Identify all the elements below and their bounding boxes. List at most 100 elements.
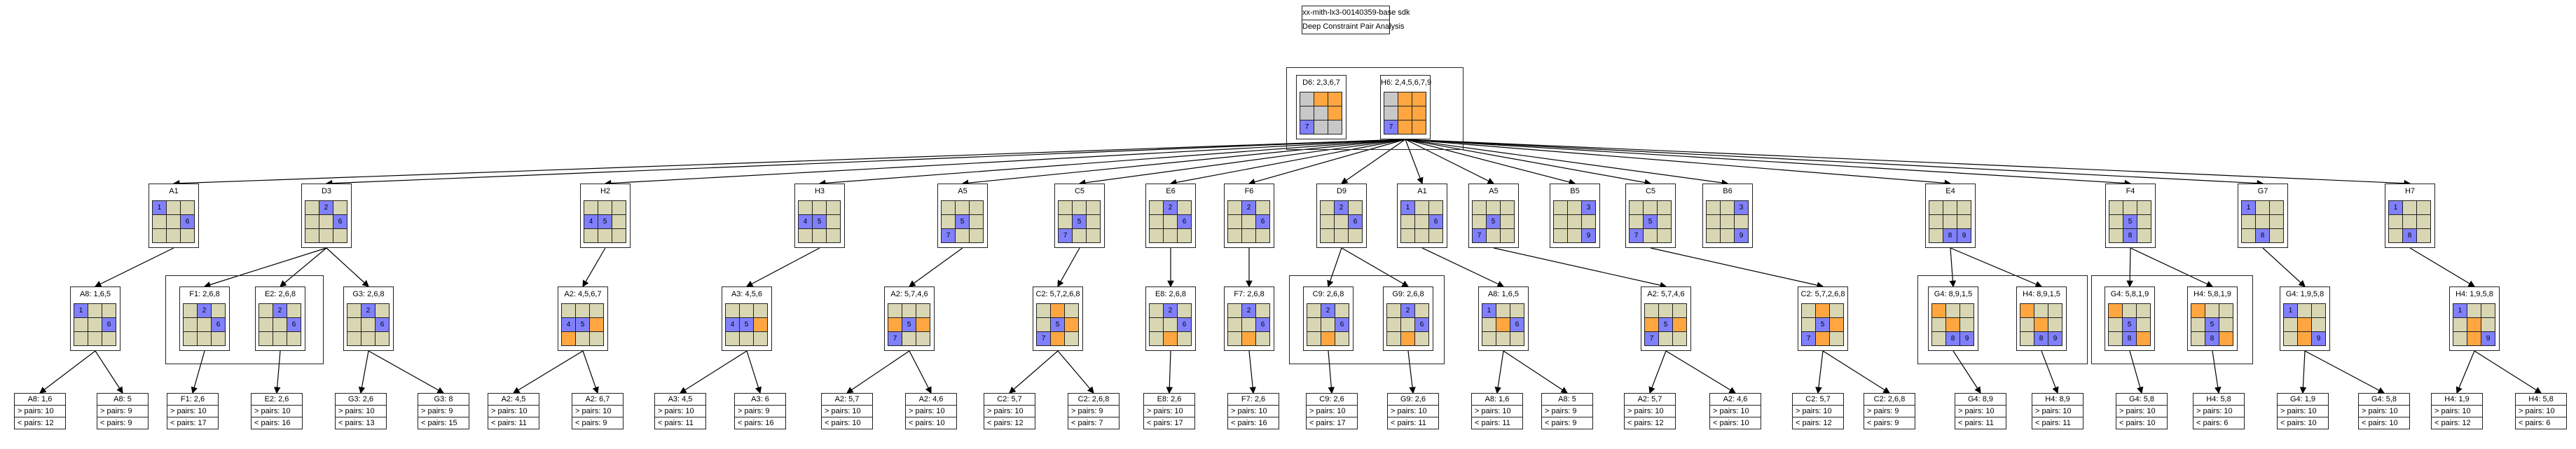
grid-cell	[1554, 201, 1567, 214]
leaf-greater-pairs: > pairs: 10	[2193, 406, 2244, 417]
grid-cell	[1401, 229, 1414, 242]
grid-cell	[1150, 229, 1163, 242]
grid-cell	[2219, 304, 2233, 317]
leaf-greater-pairs: > pairs: 10	[2032, 406, 2083, 417]
grid-cell	[333, 229, 347, 242]
grid-cell	[740, 332, 753, 345]
leaf-label: E2: 2,6	[252, 394, 302, 406]
grid-cell: 6	[102, 318, 116, 331]
grid-cell	[1300, 92, 1314, 106]
grid-cell	[1335, 215, 1348, 228]
grid-cell: 1	[2242, 201, 2255, 214]
grid-cell	[2312, 304, 2325, 317]
edge-root-to-l1	[818, 139, 1406, 187]
grid-cell	[1150, 332, 1163, 345]
grid-cell	[754, 318, 767, 331]
leaf-node: H4: 5,8> pairs: 10< pairs: 6	[2193, 393, 2245, 429]
leaf-less-pairs: < pairs: 11	[491, 419, 527, 427]
grid-cell	[2270, 201, 2283, 214]
edge-l2-to-leaf	[1815, 350, 1824, 394]
grid-cell: 5	[1073, 215, 1086, 228]
grid-cell	[902, 304, 916, 317]
grid-cell	[1328, 92, 1342, 106]
grid-cell: 5	[2123, 215, 2137, 228]
leaf-node: A3: 6> pairs: 9< pairs: 16	[734, 393, 786, 429]
grid-cell	[970, 215, 983, 228]
level2-node-label: F7: 2,6,8	[1234, 290, 1265, 298]
level1-node-label: H2	[600, 187, 611, 195]
edge-l2-to-leaf	[1503, 350, 1569, 394]
grid-cell	[1946, 304, 1959, 317]
leaf-label: C2: 5,7	[1793, 394, 1843, 406]
level2-node-label: G4: 1,9,5,8	[2285, 290, 2324, 298]
grid-cell: 5	[576, 318, 589, 331]
edge-root-to-l1	[172, 139, 1406, 187]
leaf-node: A2: 5,7> pairs: 10< pairs: 12	[1624, 393, 1676, 429]
grid-cell	[1150, 304, 1163, 317]
level2-node-label: C9: 2,6,8	[1312, 290, 1344, 298]
grid-cell	[2417, 215, 2430, 228]
leaf-greater-pairs: > pairs: 10	[655, 406, 705, 417]
grid-cell	[2312, 318, 2325, 331]
grid-cell	[1087, 229, 1100, 242]
grid-cell	[259, 318, 273, 331]
grid-cell	[1087, 201, 1100, 214]
grid-cell	[2020, 332, 2034, 345]
leaf-less-pairs: < pairs: 11	[658, 419, 694, 427]
edge-root-to-l1	[1405, 139, 1495, 184]
grid-cell: 6	[1178, 215, 1191, 228]
grid-cell	[1932, 304, 1945, 317]
leaf-less-pairs: < pairs: 9	[575, 419, 607, 427]
grid-cell	[2109, 229, 2123, 242]
grid-cell	[184, 332, 197, 345]
grid-cell	[102, 332, 116, 345]
grid-cell: 8	[1943, 229, 1957, 242]
grid-cell: 6	[1335, 318, 1349, 331]
grid-cell	[347, 318, 361, 331]
grid-cell: 8	[2123, 332, 2136, 345]
grid-cell	[1335, 229, 1348, 242]
grid-cell	[1387, 318, 1400, 331]
grid-cell	[1816, 332, 1829, 345]
leaf-node: C2: 2,6,8> pairs: 9< pairs: 9	[1864, 393, 1915, 429]
grid-cell	[1384, 106, 1398, 120]
grid-cell	[902, 332, 916, 345]
leaf-node: A2: 6,7> pairs: 10< pairs: 9	[572, 393, 624, 429]
grid-cell: 2	[319, 201, 333, 214]
leaf-label: A2: 6,7	[572, 394, 623, 406]
grid-cell	[2403, 215, 2416, 228]
grid-cell	[888, 304, 902, 317]
grid-cell	[916, 318, 930, 331]
leaf-greater-pairs: > pairs: 10	[1228, 406, 1279, 417]
grid-cell	[1150, 318, 1163, 331]
leaf-node: A2: 4,6> pairs: 10< pairs: 10	[905, 393, 957, 429]
edge-root-to-l1	[1405, 139, 2132, 187]
grid-cell: 7	[888, 332, 902, 345]
grid-cell	[2020, 304, 2034, 317]
leaf-greater-pairs: > pairs: 10	[1307, 406, 1357, 417]
grid-cell	[1065, 318, 1078, 331]
level1-node-label: E6	[1166, 187, 1176, 195]
grid-cell	[2467, 332, 2481, 345]
leaf-less-pairs: < pairs: 11	[1475, 419, 1510, 427]
grid-cell	[1929, 201, 1943, 214]
leaf-less-pairs: < pairs: 6	[2519, 419, 2551, 427]
grid-cell	[1830, 318, 1843, 331]
grid-cell	[956, 201, 969, 214]
grid-cell	[1415, 215, 1428, 228]
grid-cell	[1314, 120, 1328, 134]
level2-node-label: E2: 2,6,8	[264, 290, 296, 298]
level2-node-label: H4: 1,9,5,8	[2456, 290, 2493, 298]
leaf-label: G4: 1,9	[2278, 394, 2328, 406]
grid-cell	[2481, 318, 2495, 331]
grid-cell	[2137, 201, 2151, 214]
grid-cell	[1554, 229, 1567, 242]
leaf-less-pairs: < pairs: 10	[825, 419, 861, 427]
